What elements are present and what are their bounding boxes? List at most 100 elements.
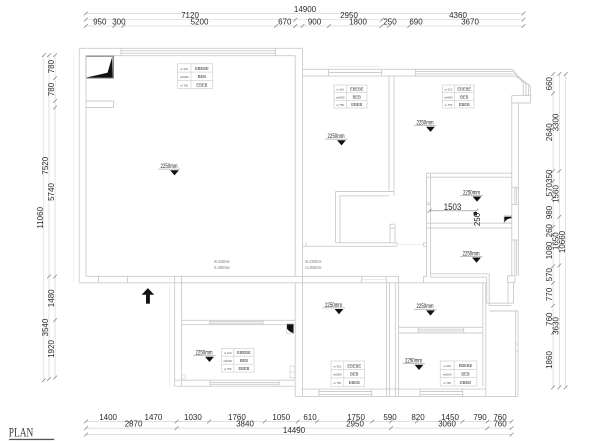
svg-text:w 310: w 310 bbox=[445, 88, 453, 92]
svg-text:3300: 3300 bbox=[552, 113, 561, 131]
svg-text:4360: 4360 bbox=[449, 11, 467, 20]
svg-text:w6060: w6060 bbox=[444, 95, 453, 99]
svg-text:BEB: BEB bbox=[240, 358, 248, 363]
svg-text:w6060: w6060 bbox=[333, 373, 342, 377]
svg-text:EBEBE: EBEBE bbox=[459, 363, 473, 368]
svg-text:790: 790 bbox=[473, 413, 487, 422]
svg-text:670: 670 bbox=[278, 18, 292, 27]
svg-text:EBEBE: EBEBE bbox=[350, 87, 364, 92]
svg-text:BEB: BEB bbox=[350, 372, 358, 377]
svg-text:w 750: w 750 bbox=[336, 103, 344, 107]
svg-text:1650: 1650 bbox=[552, 232, 561, 250]
svg-text:780: 780 bbox=[47, 82, 56, 96]
svg-text:EBEB: EBEB bbox=[460, 380, 471, 385]
svg-text:7520: 7520 bbox=[41, 156, 50, 174]
svg-text:w 750: w 750 bbox=[180, 83, 188, 87]
svg-text:1750: 1750 bbox=[347, 413, 365, 422]
svg-text:1030: 1030 bbox=[184, 413, 202, 422]
svg-text:1050: 1050 bbox=[272, 413, 290, 422]
svg-text:3630: 3630 bbox=[552, 317, 561, 335]
svg-text:H=2600mm: H=2600mm bbox=[305, 265, 321, 270]
svg-text:780: 780 bbox=[47, 59, 56, 73]
svg-text:2250mm: 2250mm bbox=[463, 250, 480, 257]
svg-text:1450: 1450 bbox=[441, 413, 459, 422]
svg-text:1560: 1560 bbox=[552, 185, 561, 203]
svg-text:660: 660 bbox=[545, 76, 554, 90]
svg-text:EBEB: EBEB bbox=[349, 380, 360, 385]
svg-text:570: 570 bbox=[545, 267, 554, 281]
svg-text:w 310: w 310 bbox=[443, 364, 451, 368]
svg-text:w 750: w 750 bbox=[445, 103, 453, 107]
svg-text:EBEBE: EBEBE bbox=[347, 363, 361, 368]
svg-text:2950: 2950 bbox=[346, 420, 364, 429]
svg-text:1480: 1480 bbox=[47, 289, 56, 307]
svg-text:2250mm: 2250mm bbox=[417, 303, 434, 310]
svg-text:820: 820 bbox=[411, 413, 425, 422]
svg-text:1860: 1860 bbox=[545, 351, 554, 369]
svg-text:5200: 5200 bbox=[191, 18, 209, 27]
svg-text:w 310: w 310 bbox=[336, 88, 344, 92]
svg-text:1080: 1080 bbox=[545, 241, 554, 259]
svg-text:7120: 7120 bbox=[181, 11, 199, 20]
svg-text:570: 570 bbox=[545, 182, 554, 196]
svg-text:H=2600mm: H=2600mm bbox=[214, 265, 230, 270]
svg-text:3840: 3840 bbox=[236, 420, 254, 429]
svg-text:760: 760 bbox=[493, 413, 507, 422]
svg-text:w 750: w 750 bbox=[443, 381, 451, 385]
svg-text:EBEB: EBEB bbox=[459, 102, 470, 107]
svg-text:W=2250mm: W=2250mm bbox=[214, 259, 230, 264]
svg-text:1800: 1800 bbox=[349, 18, 367, 27]
svg-text:w6060: w6060 bbox=[180, 75, 189, 79]
svg-text:w 310: w 310 bbox=[180, 67, 188, 71]
svg-text:w 310: w 310 bbox=[224, 351, 232, 355]
svg-text:w6060: w6060 bbox=[443, 373, 452, 377]
svg-text:300: 300 bbox=[112, 18, 126, 27]
svg-text:11060: 11060 bbox=[36, 206, 45, 228]
svg-text:980: 980 bbox=[545, 205, 554, 219]
svg-text:10660: 10660 bbox=[558, 230, 567, 253]
svg-text:350: 350 bbox=[545, 169, 554, 183]
svg-text:2950: 2950 bbox=[340, 11, 358, 20]
svg-text:760: 760 bbox=[545, 312, 554, 326]
svg-text:EBEBE: EBEBE bbox=[237, 350, 251, 355]
svg-text:1920: 1920 bbox=[47, 340, 56, 358]
svg-text:2870: 2870 bbox=[125, 420, 143, 429]
svg-text:w 310: w 310 bbox=[334, 364, 342, 368]
svg-text:BEB: BEB bbox=[198, 74, 206, 79]
svg-text:1760: 1760 bbox=[228, 413, 246, 422]
svg-text:2250mm: 2250mm bbox=[405, 358, 422, 365]
svg-text:W=2250mm: W=2250mm bbox=[305, 259, 321, 264]
svg-text:2250mm: 2250mm bbox=[463, 189, 480, 196]
svg-text:BEB: BEB bbox=[353, 94, 361, 99]
svg-text:1503: 1503 bbox=[444, 202, 462, 212]
svg-text:PLAN: PLAN bbox=[9, 426, 34, 440]
svg-text:w6060: w6060 bbox=[336, 95, 345, 99]
svg-text:5740: 5740 bbox=[47, 183, 56, 201]
svg-text:BEB: BEB bbox=[461, 372, 469, 377]
svg-text:BEB: BEB bbox=[460, 94, 468, 99]
svg-text:770: 770 bbox=[545, 287, 554, 301]
svg-text:w 750: w 750 bbox=[334, 381, 342, 385]
svg-text:w6060: w6060 bbox=[223, 359, 232, 363]
svg-text:690: 690 bbox=[409, 18, 423, 27]
svg-text:w 750: w 750 bbox=[224, 367, 232, 371]
svg-text:610: 610 bbox=[303, 413, 317, 422]
svg-text:EBEB: EBEB bbox=[351, 102, 362, 107]
svg-text:14900: 14900 bbox=[294, 5, 317, 14]
svg-text:2250mm: 2250mm bbox=[196, 350, 213, 357]
svg-text:1400: 1400 bbox=[99, 413, 117, 422]
svg-text:EBEB: EBEB bbox=[196, 82, 207, 87]
svg-text:760: 760 bbox=[493, 420, 507, 429]
svg-text:EBEB: EBEB bbox=[238, 366, 249, 371]
svg-text:260: 260 bbox=[545, 223, 554, 237]
svg-text:3670: 3670 bbox=[461, 18, 479, 27]
svg-text:3060: 3060 bbox=[438, 420, 456, 429]
svg-text:900: 900 bbox=[308, 18, 322, 27]
svg-text:590: 590 bbox=[383, 413, 397, 422]
svg-text:14490: 14490 bbox=[283, 426, 306, 435]
svg-text:250: 250 bbox=[383, 18, 397, 27]
svg-text:2250mm: 2250mm bbox=[417, 120, 434, 127]
svg-text:250: 250 bbox=[473, 212, 482, 226]
svg-text:2250mm: 2250mm bbox=[325, 302, 342, 309]
svg-text:950: 950 bbox=[93, 18, 107, 27]
